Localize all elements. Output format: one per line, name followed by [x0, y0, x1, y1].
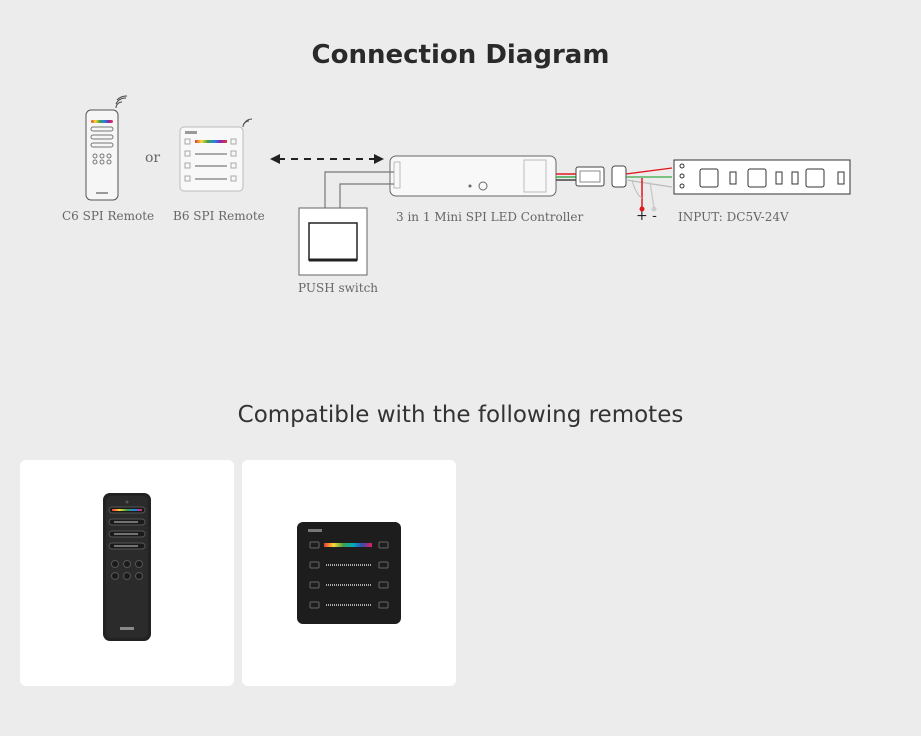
power-input-drawing [631, 178, 657, 212]
compatible-remotes-heading: Compatible with the following remotes [237, 402, 684, 428]
c6-label: C6 SPI Remote [62, 209, 155, 223]
remote-card-b6[interactable] [242, 460, 456, 686]
push-switch-label: PUSH switch [298, 281, 379, 295]
controller-label: 3 in 1 Mini SPI LED Controller [396, 210, 584, 224]
remote-card-c6[interactable] [20, 460, 234, 686]
page-title: Connection Diagram [311, 40, 610, 70]
or-label: or [145, 150, 161, 166]
b6-remote-drawing [179, 118, 253, 192]
led-strip-drawing [673, 159, 851, 195]
push-switch-drawing [298, 171, 394, 276]
b6-label: B6 SPI Remote [173, 209, 265, 223]
c6-remote-drawing [85, 95, 128, 201]
handheld-remote-image [103, 493, 151, 641]
input-label: INPUT: DC5V-24V [678, 210, 789, 224]
polarity-label: + - [636, 208, 657, 224]
wireless-arrow [270, 154, 384, 164]
wall-panel-remote-image [297, 522, 401, 624]
connection-diagram [85, 95, 851, 276]
controller-drawing [389, 155, 673, 197]
